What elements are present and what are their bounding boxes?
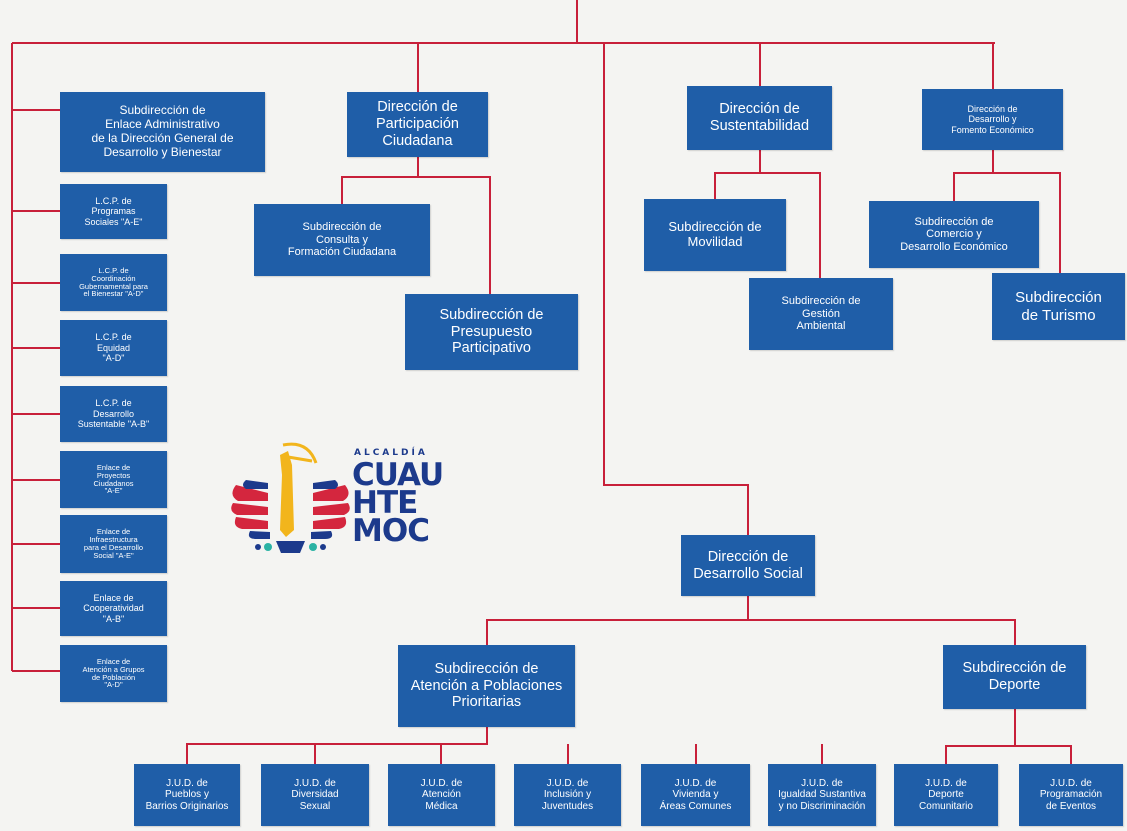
jud-igualdad-box: J.U.D. de Igualdad Sustantiva y no Discr… <box>768 764 876 826</box>
jud-atencion-medica-box: J.U.D. de Atención Médica <box>388 764 495 826</box>
enlace-atencion-grupos-box: Enlace de Atención a Grupos de Población… <box>60 645 167 702</box>
subdireccion-atencion-box: Subdirección de Atención a Poblaciones P… <box>398 645 575 727</box>
enlace-cooperatividad-box: Enlace de Cooperatividad "A-B" <box>60 581 167 636</box>
lcp-desarrollo-sustentable-box: L.C.P. de Desarrollo Sustentable "A-B" <box>60 386 167 442</box>
logo-line-3: MOC <box>352 513 430 549</box>
direccion-participacion-box: Dirección de Participación Ciudadana <box>347 92 488 157</box>
subdireccion-comercio-box: Subdirección de Comercio y Desarrollo Ec… <box>869 201 1039 268</box>
direccion-desarrollo-social-box: Dirección de Desarrollo Social <box>681 535 815 596</box>
subdireccion-deporte-box: Subdirección de Deporte <box>943 645 1086 709</box>
logo-alcaldia-text: ALCALDÍA <box>354 448 428 458</box>
alcaldia-logo: ALCALDÍA CUAU HTE MOC <box>228 435 468 560</box>
subdireccion-presupuesto-box: Subdirección de Presupuesto Participativ… <box>405 294 578 370</box>
jud-vivienda-box: J.U.D. de Vivienda y Áreas Comunes <box>641 764 750 826</box>
jud-inclusion-box: J.U.D. de Inclusión y Juventudes <box>514 764 621 826</box>
logo-line-1: CUAU <box>352 457 444 493</box>
subdireccion-consulta-box: Subdirección de Consulta y Formación Ciu… <box>254 204 430 276</box>
jud-deporte-comunitario-box: J.U.D. de Deporte Comunitario <box>894 764 998 826</box>
jud-pueblos-box: J.U.D. de Pueblos y Barrios Originarios <box>134 764 240 826</box>
lcp-equidad-box: L.C.P. de Equidad "A-D" <box>60 320 167 376</box>
direccion-sustentabilidad-box: Dirección de Sustentabilidad <box>687 86 832 150</box>
lcp-coordinacion-box: L.C.P. de Coordinación Gubernamental par… <box>60 254 167 311</box>
eagle-emblem-icon <box>231 442 350 553</box>
enlace-infraestructura-box: Enlace de Infraestructura para el Desarr… <box>60 515 167 573</box>
direccion-fomento-box: Dirección de Desarrollo y Fomento Económ… <box>922 89 1063 150</box>
logo-line-2: HTE <box>352 485 418 521</box>
subdireccion-movilidad-box: Subdirección de Movilidad <box>644 199 786 271</box>
lcp-programas-sociales-box: L.C.P. de Programas Sociales "A-E" <box>60 184 167 239</box>
jud-diversidad-box: J.U.D. de Diversidad Sexual <box>261 764 369 826</box>
subdireccion-gestion-ambiental-box: Subdirección de Gestión Ambiental <box>749 278 893 350</box>
subdireccion-turismo-box: Subdirección de Turismo <box>992 273 1125 340</box>
enlace-administrativo-box: Subdirección de Enlace Administrativo de… <box>60 92 265 172</box>
enlace-proyectos-box: Enlace de Proyectos Ciudadanos "A-E" <box>60 451 167 508</box>
jud-programacion-box: J.U.D. de Programación de Eventos <box>1019 764 1123 826</box>
